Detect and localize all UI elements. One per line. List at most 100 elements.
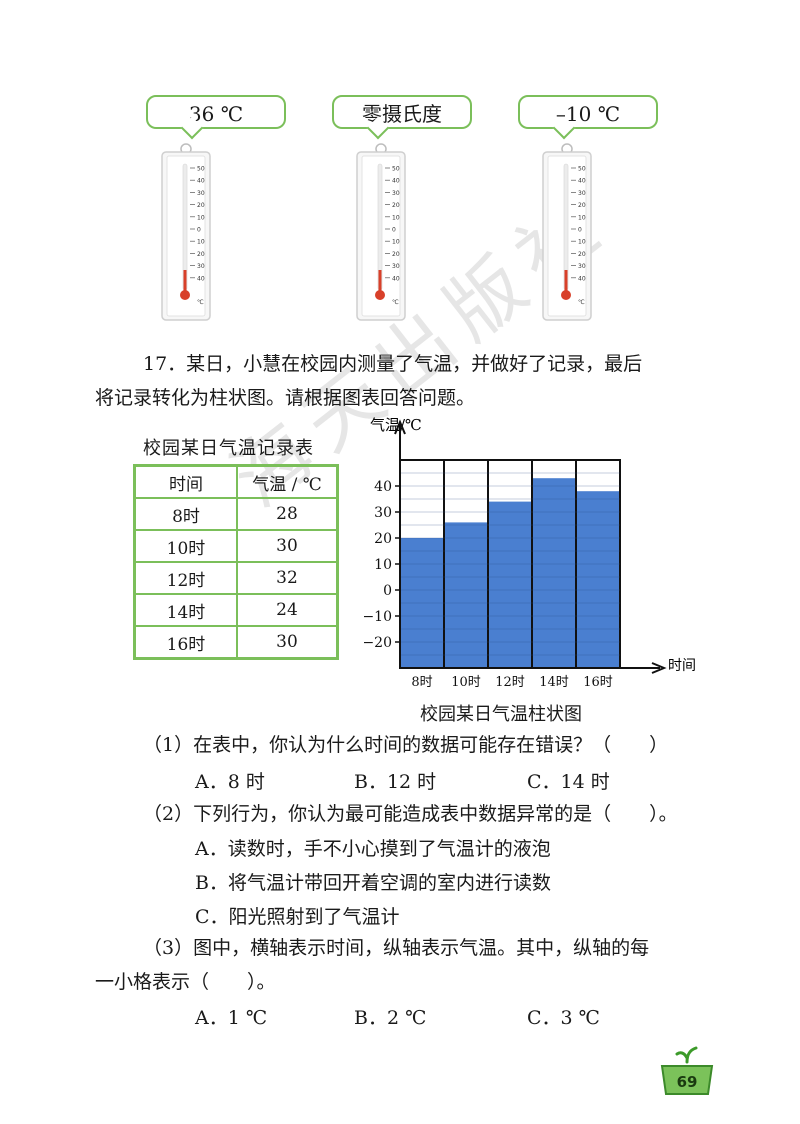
thermometer-tick-label: 40 <box>197 178 205 185</box>
sub2-option-b[interactable]: B．将气温计带回开着空调的室内进行读数 <box>195 872 551 894</box>
table-cell: 16时 <box>133 625 238 660</box>
thermometer-2: 50 40 30 20 10 0 10 20 30 40 ℃ <box>356 143 406 321</box>
thermometer-tick-label: 10 <box>578 239 586 246</box>
table-row: 14时 24 <box>133 593 339 627</box>
table-row: 10时 30 <box>133 529 339 563</box>
x-tick-label: 8时 <box>411 675 432 690</box>
chart-ylabel: 气温/℃ <box>370 416 422 434</box>
table-cell: 32 <box>236 561 339 595</box>
table-cell: 24 <box>236 593 339 627</box>
thermometer-bulb <box>375 290 385 300</box>
bar <box>489 501 531 668</box>
sub-question-3-line1: （3）图中，横轴表示时间，纵轴表示气温。其中，纵轴的每 <box>143 937 650 959</box>
thermometer-tick-label: 20 <box>578 202 586 209</box>
thermometer-tick-label: 30 <box>197 190 205 197</box>
mercury-column <box>564 270 568 292</box>
table-header: 时间 <box>133 464 238 499</box>
thermometer-bulb <box>180 290 190 300</box>
thermometer-unit: ℃ <box>197 299 204 306</box>
thermometer-tick-label: 50 <box>578 166 586 173</box>
y-tick-label: 10 <box>374 557 392 573</box>
table-cell: 14时 <box>133 593 238 627</box>
y-tick-label: −20 <box>362 635 392 651</box>
chart-title: 校园某日气温柱状图 <box>420 704 582 725</box>
y-tick-label: 0 <box>383 583 392 599</box>
sub3-option-b[interactable]: B．2 ℃ <box>354 1007 427 1029</box>
x-tick-label: 14时 <box>539 675 569 690</box>
thermometer-tick-label: 10 <box>197 239 205 246</box>
thermometer-tick-label: 10 <box>578 214 586 221</box>
thermometer-unit: ℃ <box>392 299 399 306</box>
thermometer-1: 50 40 30 20 10 0 10 20 30 40 ℃ <box>161 143 211 321</box>
thermometer-label-2: 零摄氏度 <box>332 95 472 129</box>
thermometer-tick-label: 20 <box>197 251 205 258</box>
thermometer-tick-label: 20 <box>392 251 400 258</box>
bar <box>445 522 487 668</box>
thermometer-tick-label: 20 <box>392 202 400 209</box>
question-17-line2: 将记录转化为柱状图。请根据图表回答问题。 <box>95 387 476 409</box>
table-cell: 30 <box>236 625 339 660</box>
thermometer-tick-label: 50 <box>197 166 205 173</box>
chart-xlabel: 时间 <box>668 658 696 674</box>
y-tick-label: 40 <box>374 479 392 495</box>
sub-question-1: （1）在表中，你认为什么时间的数据可能存在错误？（ ） <box>143 734 669 756</box>
thermometer-tick-label: 10 <box>197 214 205 221</box>
sprout-icon <box>675 1046 698 1064</box>
thermometer-tick-label: 40 <box>392 178 400 185</box>
sub-question-2: （2）下列行为，你认为最可能造成表中数据异常的是（ ）。 <box>143 803 678 825</box>
thermometer-tick-label: 40 <box>578 178 586 185</box>
page-number-badge: 69 <box>660 1046 714 1095</box>
thermometer-unit: ℃ <box>578 299 585 306</box>
sub1-option-c[interactable]: C．14 时 <box>527 771 610 793</box>
y-tick-label: 20 <box>374 531 392 547</box>
x-axis-arrow-icon <box>651 662 667 674</box>
table-cell: 10时 <box>133 529 238 563</box>
sub1-option-a[interactable]: A．8 时 <box>195 771 265 793</box>
sub2-option-a[interactable]: A．读数时，手不小心摸到了气温计的液泡 <box>195 838 551 860</box>
thermometer-tick-label: 40 <box>197 275 205 282</box>
x-tick-label: 12时 <box>495 675 525 690</box>
y-tick-label: −10 <box>362 609 392 625</box>
thermometer-tick-label: 50 <box>392 166 400 173</box>
table-row: 16时 30 <box>133 625 339 660</box>
thermometer-tick-label: 0 <box>392 227 396 234</box>
thermometer-label-3: –10 ℃ <box>518 95 658 129</box>
sub2-option-c[interactable]: C．阳光照射到了气温计 <box>195 906 400 928</box>
thermometer-tick-label: 30 <box>392 263 400 270</box>
x-tick-label: 16时 <box>583 675 613 690</box>
thermometer-tick-label: 10 <box>392 239 400 246</box>
table-cell: 12时 <box>133 561 238 595</box>
mercury-column <box>378 270 382 292</box>
thermometer-tick-label: 20 <box>578 251 586 258</box>
bar <box>533 478 575 668</box>
table-cell: 8时 <box>133 497 238 531</box>
sub3-option-c[interactable]: C．3 ℃ <box>527 1007 600 1029</box>
thermometer-tick-label: 30 <box>578 190 586 197</box>
thermometer-tick-label: 40 <box>392 275 400 282</box>
table-row: 8时 28 <box>133 497 339 531</box>
table-caption: 校园某日气温记录表 <box>143 438 314 459</box>
thermometer-tick-label: 10 <box>392 214 400 221</box>
thermometer-tick-label: 30 <box>197 263 205 270</box>
table-cell: 28 <box>236 497 339 531</box>
y-axis-arrow-icon <box>394 419 406 435</box>
table-cell: 30 <box>236 529 339 563</box>
temperature-table: 时间 气温 / ℃ 8时 28 10时 30 12时 32 14时 24 16时… <box>133 464 339 660</box>
thermometer-tick-label: 40 <box>578 275 586 282</box>
table-header: 气温 / ℃ <box>236 464 339 499</box>
table-header-row: 时间 气温 / ℃ <box>133 464 339 499</box>
sub3-option-a[interactable]: A．1 ℃ <box>195 1007 268 1029</box>
thermometer-tick-label: 20 <box>197 202 205 209</box>
x-tick-label: 10时 <box>451 675 481 690</box>
thermometer-tick-label: 30 <box>392 190 400 197</box>
thermometer-bulb <box>561 290 571 300</box>
page-number: 69 <box>677 1073 698 1091</box>
thermometer-tick-label: 0 <box>197 227 201 234</box>
thermometer-label-1: 36 ℃ <box>146 95 286 129</box>
mercury-column <box>183 270 187 292</box>
table-row: 12时 32 <box>133 561 339 595</box>
sub1-option-b[interactable]: B．12 时 <box>354 771 437 793</box>
thermometer-tick-label: 0 <box>578 227 582 234</box>
